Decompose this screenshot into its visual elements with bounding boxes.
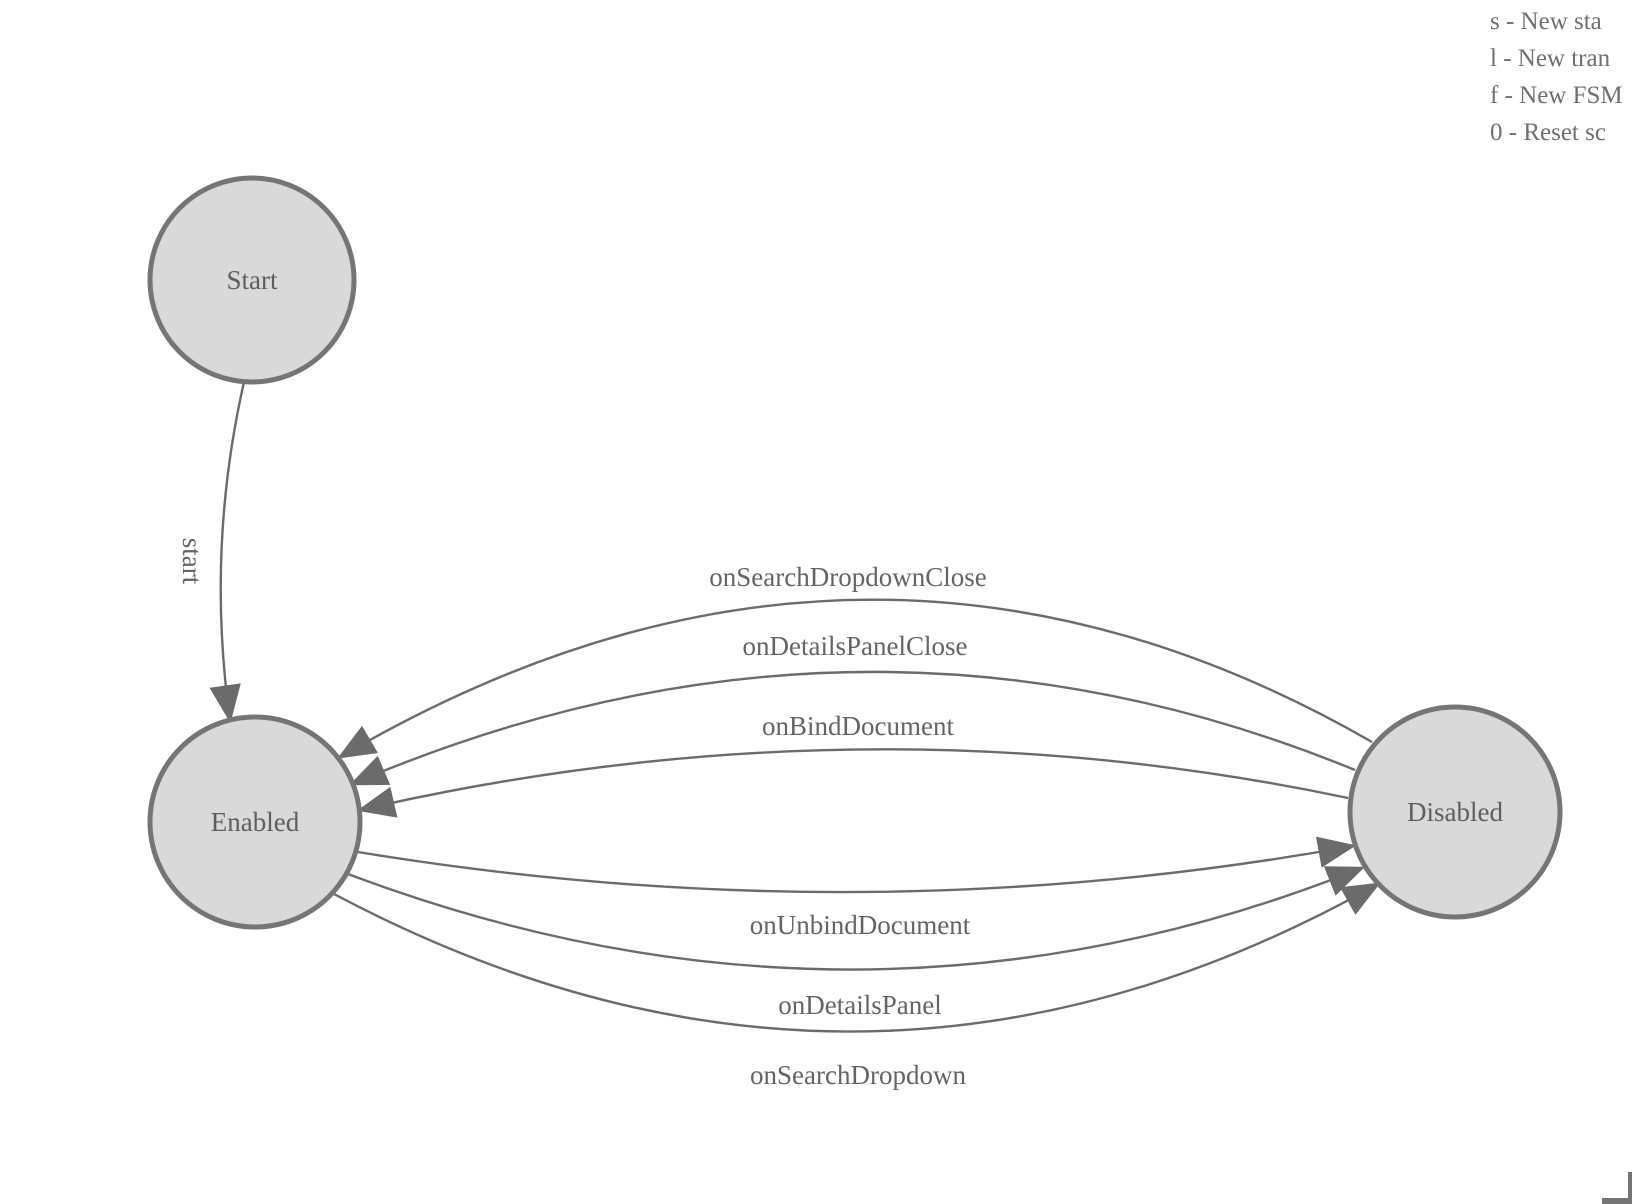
state-label-start: Start	[227, 265, 278, 295]
transition-edge-disabled-to-enabled-3[interactable]	[356, 748, 1349, 818]
transition-edge-disabled-to-enabled-2[interactable]	[349, 670, 1356, 786]
state-node-disabled[interactable]: Disabled	[1347, 704, 1563, 920]
transition-edge-enabled-to-disabled-2[interactable]	[347, 866, 1365, 971]
transition-edge-enabled-to-disabled-3[interactable]	[333, 882, 1381, 1033]
legend-line-3: f - New FSM	[1490, 82, 1623, 109]
legend-line-2: l - New tran	[1490, 45, 1611, 72]
edges-layer	[209, 381, 1381, 1033]
transition-label-enabled-to-disabled-1: onUnbindDocument	[750, 910, 971, 940]
transition-edge-disabled-to-enabled-1[interactable]	[337, 598, 1373, 759]
state-label-enabled: Enabled	[211, 807, 300, 837]
transition-edge-enabled-to-disabled-1[interactable]	[357, 836, 1357, 894]
legend-line-1: s - New sta	[1490, 8, 1602, 35]
state-node-enabled[interactable]: Enabled	[147, 714, 363, 930]
state-node-start[interactable]: Start	[147, 175, 357, 385]
transition-label-disabled-to-enabled-2: onDetailsPanelClose	[743, 631, 968, 661]
shortcuts-legend: s - New sta l - New tran f - New FSM 0 - Re…	[1490, 3, 1623, 151]
transition-edge-start-to-enabled[interactable]	[209, 381, 246, 724]
transition-label-enabled-to-disabled-2: onDetailsPanel	[778, 990, 941, 1020]
canvas-corner-mark-vertical	[1628, 1172, 1632, 1204]
state-circle-enabled[interactable]	[147, 714, 363, 930]
transition-label-start-to-enabled: start	[177, 538, 207, 585]
edge-labels-layer: start onSearchDropdownClose onDetailsPanel…	[177, 538, 987, 1090]
state-label-disabled: Disabled	[1407, 797, 1503, 827]
legend-line-4: 0 - Reset sc	[1490, 119, 1606, 146]
state-circle-disabled[interactable]	[1347, 704, 1563, 920]
transition-label-enabled-to-disabled-3: onSearchDropdown	[750, 1060, 966, 1090]
canvas-corner-mark-horizontal	[1602, 1198, 1632, 1204]
transition-label-disabled-to-enabled-3: onBindDocument	[762, 711, 954, 741]
transition-label-disabled-to-enabled-1: onSearchDropdownClose	[709, 562, 986, 592]
state-circle-start[interactable]	[147, 175, 357, 385]
